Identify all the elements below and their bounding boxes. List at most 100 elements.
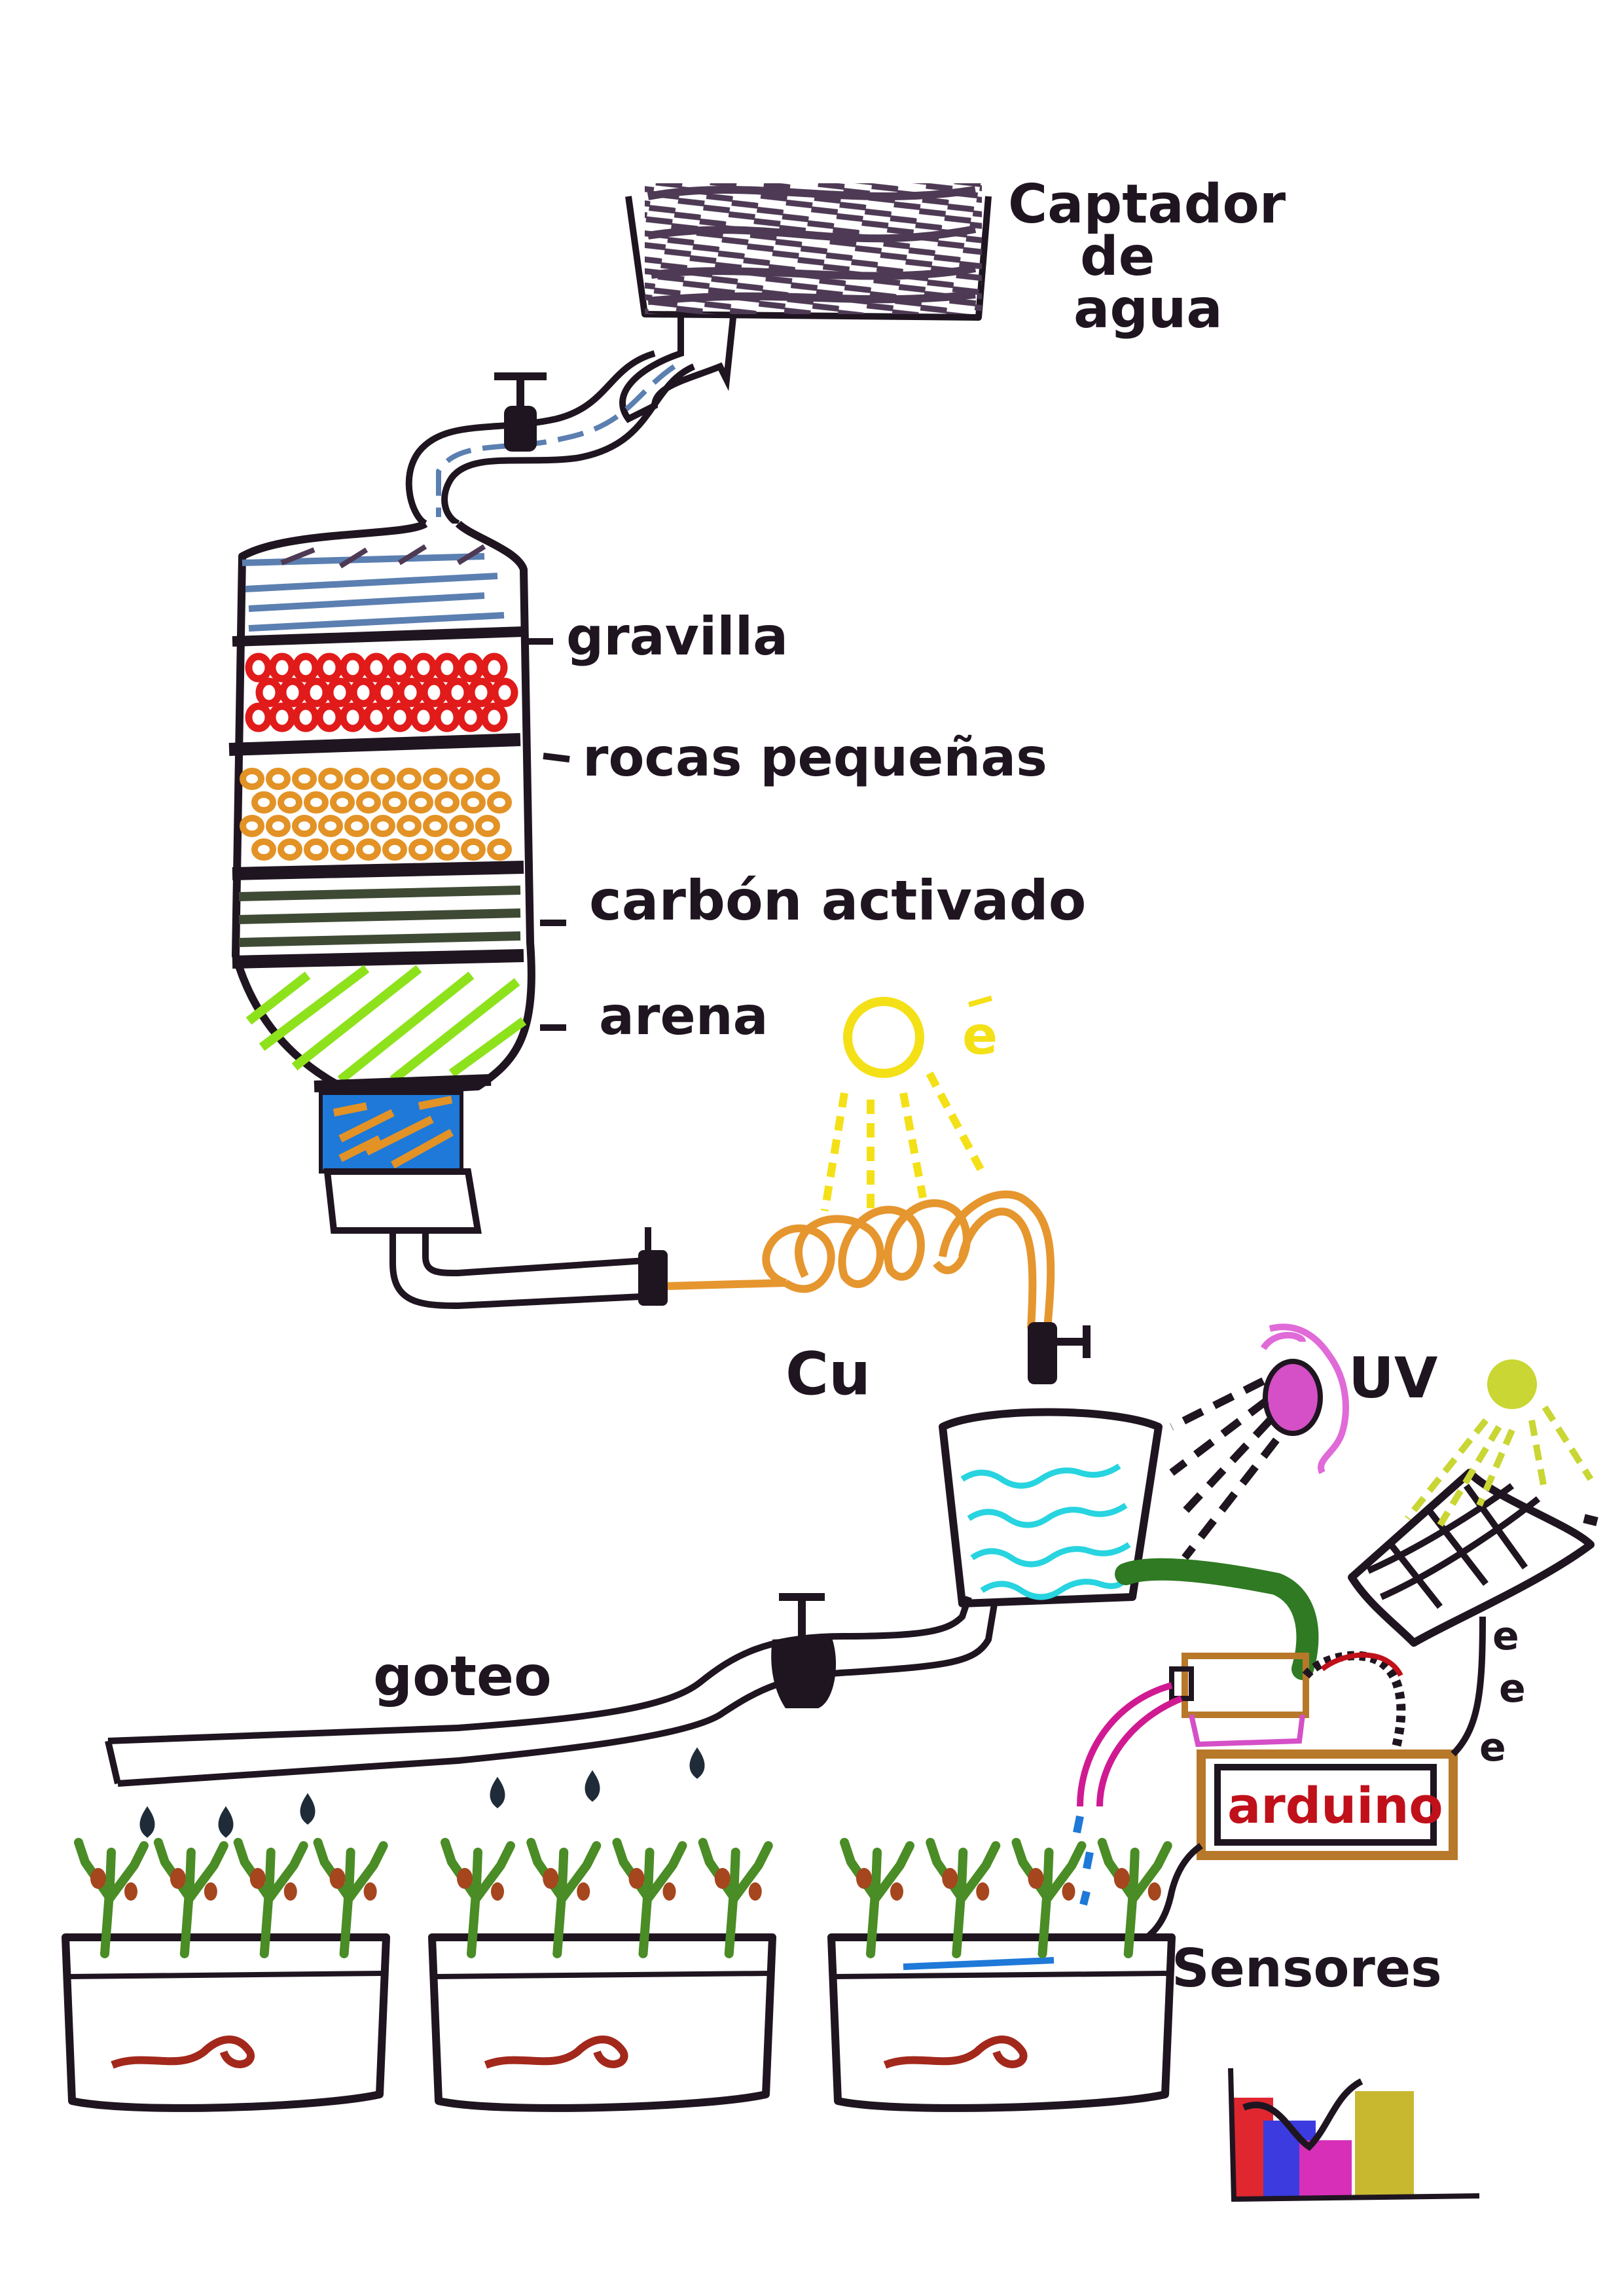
- orange-rock: [397, 768, 422, 790]
- red-rock: [255, 677, 283, 708]
- orange-rock: [423, 768, 448, 790]
- red-rock: [326, 677, 353, 708]
- orange-rock: [423, 815, 448, 837]
- red-rock: [245, 653, 272, 683]
- carbon-layer: [238, 886, 521, 947]
- collector-label-line3: agua: [1074, 278, 1223, 340]
- plant-icon: [612, 1838, 687, 1958]
- worm-icon: [111, 2036, 255, 2069]
- uv-tank: [939, 1408, 1163, 1607]
- red-rock: [350, 677, 377, 708]
- red-rock: [444, 677, 471, 708]
- red-rock: [302, 677, 330, 708]
- orange-rock: [487, 791, 512, 814]
- plant-icon: [698, 1838, 773, 1958]
- plant-icon: [526, 1838, 602, 1958]
- red-rock: [410, 702, 437, 732]
- label-drip: goteo: [373, 1644, 552, 1708]
- orange-rock: [304, 838, 329, 861]
- label-gravel: gravilla: [566, 606, 788, 667]
- faucet-icon[interactable]: [494, 372, 547, 452]
- red-rock: [268, 702, 296, 732]
- red-rock: [386, 653, 414, 683]
- orange-rock: [408, 838, 433, 861]
- worm-icon: [883, 2036, 1028, 2069]
- plant-icon: [840, 1838, 914, 1958]
- orange-rock: [435, 791, 460, 814]
- orange-rock: [344, 815, 369, 837]
- water-drop-icon: [300, 1793, 316, 1825]
- plant-icon: [441, 1838, 515, 1958]
- gravel-layer: [232, 544, 524, 647]
- faucet-icon[interactable]: [1028, 1322, 1091, 1384]
- water-drop-icon: [689, 1747, 705, 1779]
- orange-rock: [266, 815, 291, 837]
- plant-icon: [153, 1838, 228, 1958]
- label-uv: UV: [1348, 1346, 1438, 1411]
- red-rock: [339, 653, 367, 683]
- orange-rock: [356, 838, 381, 861]
- pump-module: [1073, 1651, 1406, 1906]
- label-electron-2: e: [1499, 1666, 1526, 1712]
- plant-icon: [74, 1838, 149, 1958]
- label-sensors: Sensores: [1172, 1938, 1442, 1999]
- red-rock: [467, 677, 495, 708]
- orange-rock: [370, 768, 395, 790]
- faucet-icon[interactable]: [638, 1227, 668, 1306]
- green-hose: [1115, 1558, 1319, 1680]
- collector-label-line2: de: [1080, 226, 1155, 288]
- water-level: [903, 1957, 1055, 1970]
- red-rock: [457, 702, 484, 732]
- water-drop-icon: [490, 1776, 505, 1808]
- water-drop-icon: [585, 1770, 600, 1802]
- faucet-icon[interactable]: [771, 1593, 837, 1708]
- sand-layer: [245, 965, 527, 1084]
- orange-rock: [251, 838, 276, 861]
- filter-nozzle: [319, 1091, 482, 1234]
- label-carbon: carbón activado: [589, 869, 1087, 933]
- red-rock: [363, 653, 390, 683]
- red-rock: [245, 702, 272, 732]
- orange-rock: [397, 815, 422, 837]
- red-rock: [491, 677, 518, 708]
- layer-label-ticks: [527, 638, 570, 1031]
- bar-chart-icon: [1228, 2068, 1480, 2202]
- orange-rock: [292, 768, 317, 790]
- orange-rock: [278, 838, 302, 861]
- orange-rock: [251, 791, 276, 814]
- water-collector: [619, 183, 992, 423]
- label-electron-sun: e: [962, 1005, 998, 1066]
- label-sand: arena: [599, 986, 768, 1047]
- red-rock: [480, 653, 508, 683]
- copper-coil: [667, 1190, 1055, 1329]
- orange-rock: [318, 815, 343, 837]
- label-electron-3: e: [1479, 1725, 1506, 1770]
- plant-icon: [313, 1838, 388, 1958]
- sun-icon: [821, 997, 986, 1217]
- plant-icon: [1097, 1838, 1172, 1958]
- small-rocks-layer: [245, 653, 518, 732]
- orange-rock: [240, 815, 264, 837]
- plant-icon: [233, 1838, 308, 1958]
- plant-icon: [926, 1838, 1001, 1958]
- planter-box: [827, 1838, 1176, 2112]
- water-drop-icon: [139, 1806, 155, 1838]
- orange-rock: [240, 768, 264, 790]
- label-small-rocks: rocas pequeñas: [583, 727, 1047, 788]
- worm-icon: [484, 2036, 628, 2069]
- orange-rock: [266, 768, 291, 790]
- orange-rock: [382, 838, 407, 861]
- drip-pipe: [105, 1596, 998, 1787]
- red-rock: [433, 702, 461, 732]
- plant-icon: [1011, 1838, 1087, 1958]
- orange-rock: [278, 791, 302, 814]
- orange-rock: [487, 838, 512, 861]
- red-rock: [279, 677, 306, 708]
- orange-rock: [304, 791, 329, 814]
- orange-rock: [461, 838, 486, 861]
- uv-lamp-icon: [1169, 1323, 1349, 1560]
- collector-label-line1: Captador: [1008, 173, 1286, 236]
- water-drop-icon: [218, 1806, 234, 1838]
- red-rock: [292, 653, 319, 683]
